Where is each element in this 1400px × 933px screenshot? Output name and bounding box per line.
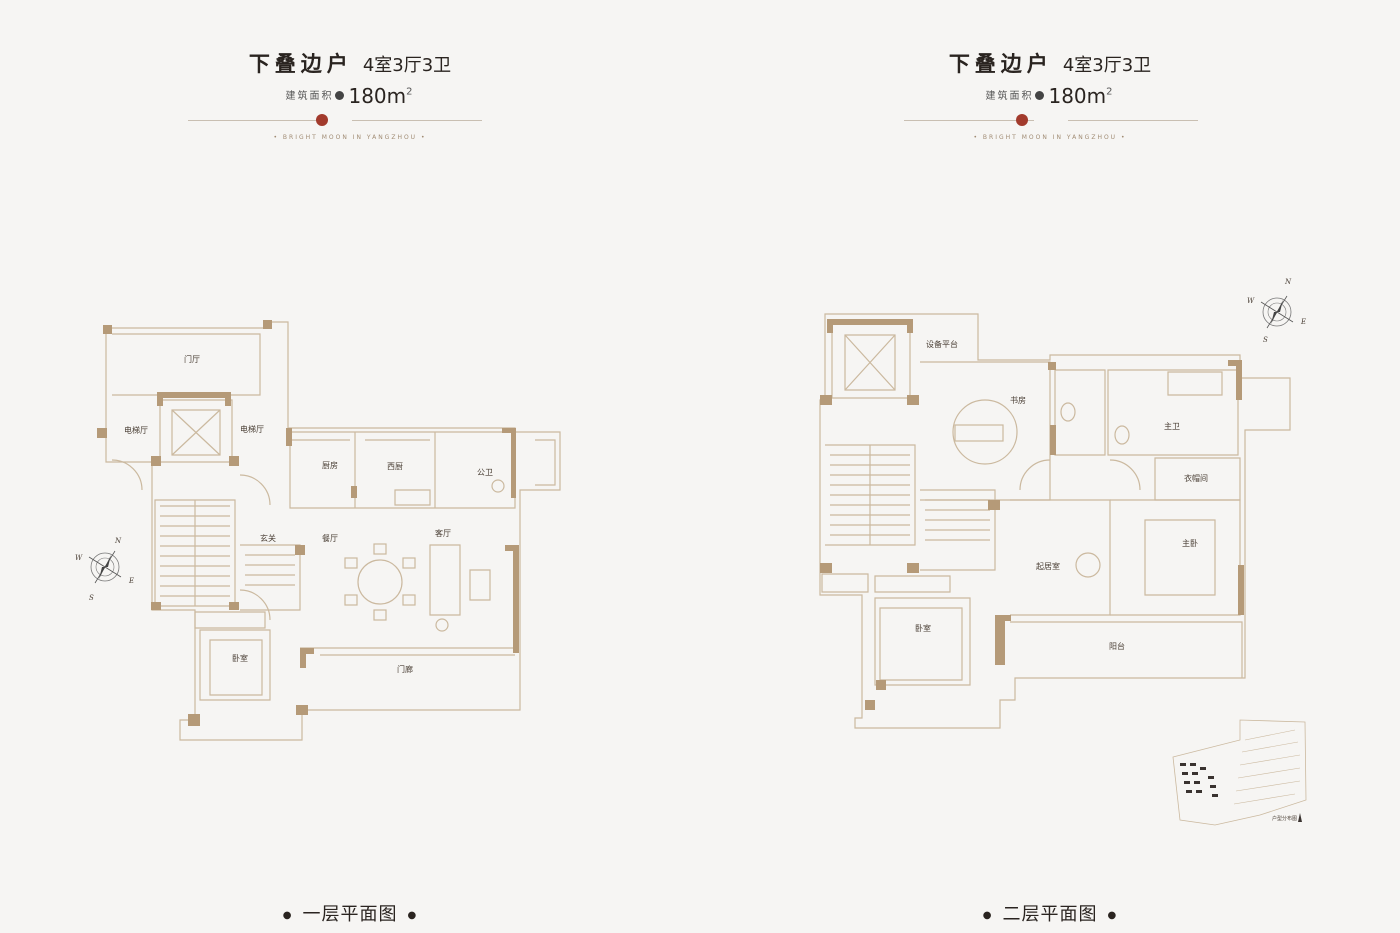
area-value: 180m bbox=[348, 84, 407, 108]
room-label-foyer: 门厅 bbox=[184, 354, 200, 364]
room-label-elevator-hall: 电梯厅 bbox=[124, 425, 148, 435]
compass-icon: N E S W bbox=[75, 537, 134, 602]
room-label-closet: 衣帽间 bbox=[1184, 473, 1208, 483]
site-plan-thumbnail: 户型分布图 bbox=[1172, 719, 1307, 826]
room-label-balcony: 阳台 bbox=[1109, 641, 1125, 651]
svg-text:E: E bbox=[128, 577, 134, 585]
room-label-dining: 餐厅 bbox=[322, 534, 338, 543]
svg-text:W: W bbox=[1247, 297, 1255, 305]
unit-title: 下叠边户 bbox=[948, 52, 1053, 76]
svg-text:N: N bbox=[114, 537, 122, 545]
room-label-elevator-hall: 电梯厅 bbox=[240, 424, 264, 434]
unit-layout: 4室3厅3卫 bbox=[362, 55, 452, 76]
room-label-master-bedroom: 主卧 bbox=[1182, 538, 1198, 548]
room-label-kitchen: 厨房 bbox=[322, 460, 338, 470]
tagline: • BRIGHT MOON IN YANGZHOU • bbox=[973, 134, 1127, 141]
svg-text:N: N bbox=[1284, 278, 1292, 286]
floor1-plan bbox=[105, 321, 561, 741]
unit-title: 下叠边户 bbox=[248, 52, 353, 76]
room-label-family-room: 起居室 bbox=[1036, 561, 1060, 571]
svg-text:W: W bbox=[75, 554, 83, 562]
room-label-bedroom: 卧室 bbox=[232, 653, 248, 663]
about-badge bbox=[335, 90, 345, 100]
seal-icon bbox=[316, 114, 328, 126]
divider-right bbox=[352, 120, 482, 121]
room-label-equipment: 设备平台 bbox=[926, 339, 958, 349]
floor2-plan bbox=[819, 313, 1291, 729]
svg-text:S: S bbox=[89, 594, 94, 602]
floor1-room-labels: 门厅 电梯厅 电梯厅 厨房 西厨 公卫 玄关 餐厅 客厅 卧室 门廊 bbox=[124, 354, 493, 674]
divider-left bbox=[904, 120, 1034, 121]
about-badge bbox=[1035, 90, 1045, 100]
compass-icon: N E S W bbox=[1247, 278, 1306, 344]
svg-text:S: S bbox=[1263, 336, 1268, 344]
site-plan-label: 户型分布图 bbox=[1272, 815, 1297, 822]
room-label-bedroom: 卧室 bbox=[915, 623, 931, 633]
room-label-porch: 门廊 bbox=[397, 664, 413, 674]
room-label-western-kitchen: 西厨 bbox=[387, 462, 403, 471]
divider-left bbox=[188, 120, 318, 121]
floor1-caption: ●一层平面图● bbox=[282, 904, 418, 925]
floor2-caption: ●二层平面图● bbox=[982, 904, 1118, 925]
divider-right bbox=[1068, 120, 1198, 121]
area-value: 180m bbox=[1048, 84, 1107, 108]
room-label-study: 书房 bbox=[1010, 395, 1026, 405]
wall-columns bbox=[97, 319, 1244, 726]
svg-text:E: E bbox=[1300, 318, 1306, 326]
room-label-living: 客厅 bbox=[435, 528, 451, 538]
room-label-entrance: 玄关 bbox=[260, 533, 276, 543]
room-label-public-bath: 公卫 bbox=[477, 468, 493, 477]
seal-icon bbox=[1016, 114, 1028, 126]
tagline: • BRIGHT MOON IN YANGZHOU • bbox=[273, 134, 427, 141]
floor2-room-labels: 设备平台 书房 主卫 衣帽间 起居室 主卧 卧室 阳台 bbox=[915, 339, 1208, 651]
unit-layout: 4室3厅3卫 bbox=[1062, 55, 1152, 76]
room-label-master-bath: 主卫 bbox=[1164, 421, 1180, 431]
